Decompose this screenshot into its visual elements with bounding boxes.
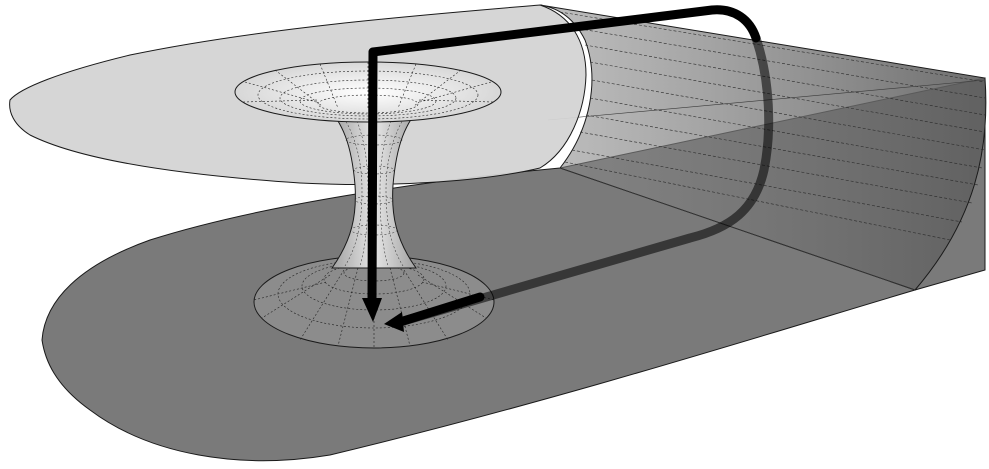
external-path bbox=[368, 5, 774, 327]
arrow-head-icon bbox=[384, 312, 404, 332]
upper-mouth bbox=[234, 61, 502, 123]
wormhole-path bbox=[367, 47, 378, 305]
arrow-head-icon bbox=[362, 298, 382, 322]
